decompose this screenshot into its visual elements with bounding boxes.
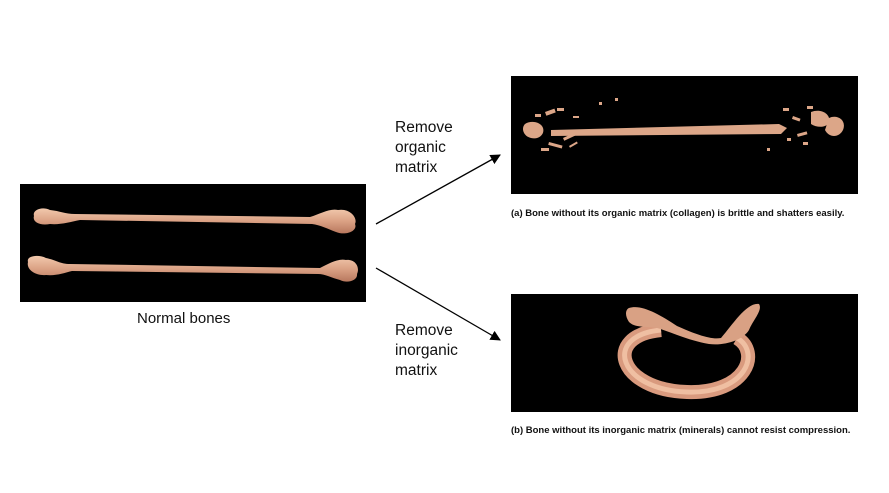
arrow-remove-organic: [375, 154, 501, 225]
caption-b: (b) Bone without its inorganic matrix (m…: [511, 420, 851, 441]
caption-a: (a) Bone without its organic matrix (col…: [511, 203, 851, 224]
normal-bones-illustration: [27, 208, 358, 282]
knotted-bone: [617, 303, 760, 400]
remove-inorganic-label: Remove inorganic matrix: [395, 321, 505, 381]
shattered-bone: [523, 98, 844, 151]
bone-upper: [33, 208, 356, 234]
arrow-remove-inorganic: [375, 267, 501, 341]
remove-organic-text: Remove organic matrix: [395, 119, 453, 176]
remove-inorganic-text: Remove inorganic matrix: [395, 322, 458, 379]
normal-bones-label: Normal bones: [137, 310, 231, 327]
caption-b-text: (b) Bone without its inorganic matrix (m…: [511, 425, 851, 436]
brittle-bone-illustration: [523, 98, 844, 151]
normal-bones-image: [20, 184, 366, 302]
knotted-bone-image: [511, 294, 858, 412]
bone-lower: [27, 255, 358, 282]
brittle-bone-image: [511, 76, 858, 194]
remove-organic-label: Remove organic matrix: [395, 118, 505, 178]
caption-a-text: (a) Bone without its organic matrix (col…: [511, 208, 845, 219]
knotted-bone-illustration: [617, 303, 760, 400]
